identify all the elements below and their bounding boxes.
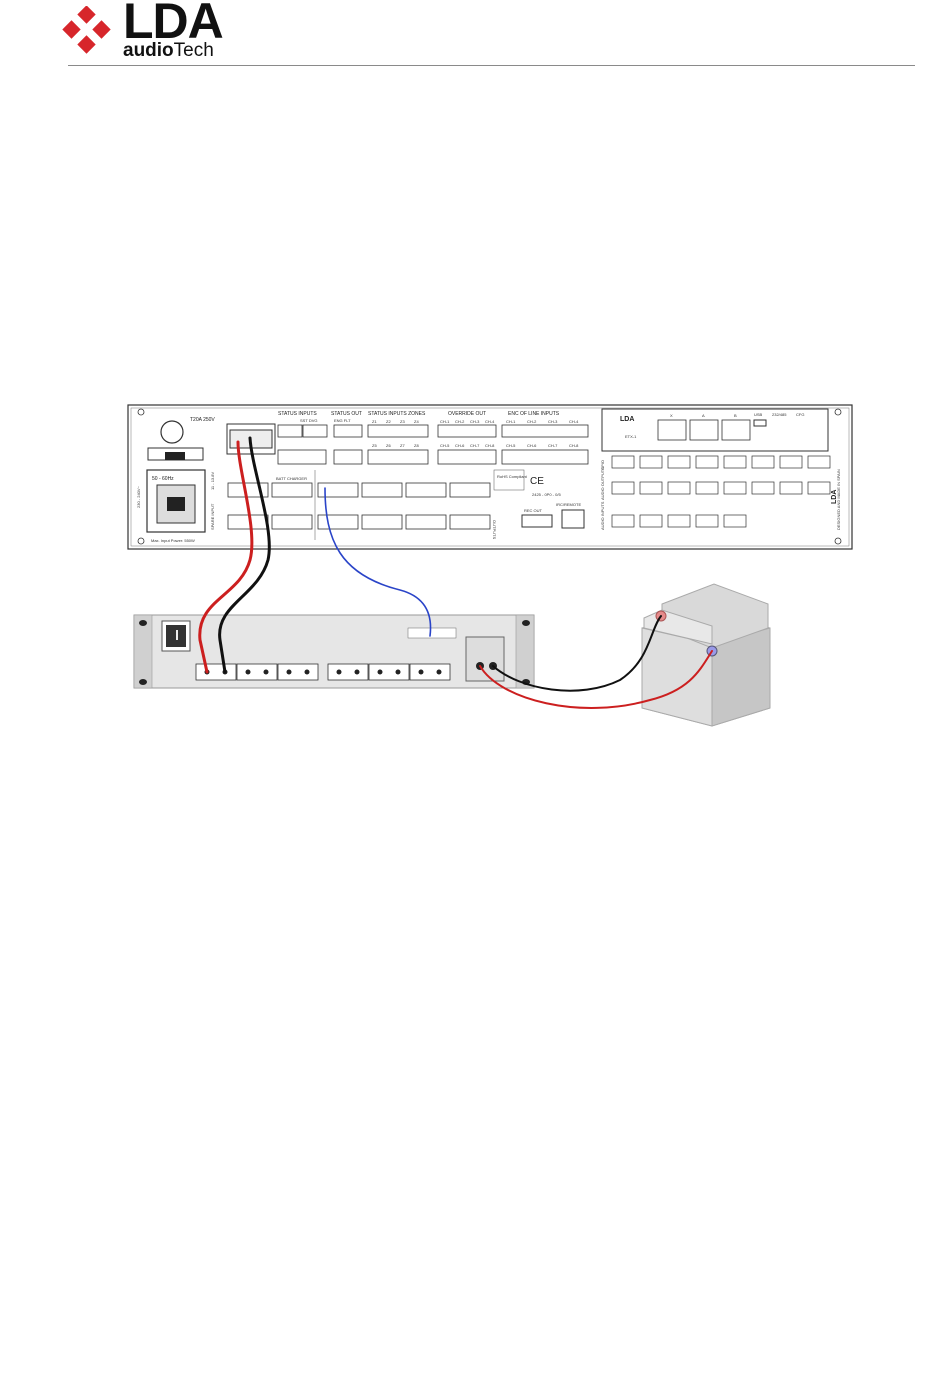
battery-red-wire xyxy=(479,650,713,709)
rec-out-label: REC OUT xyxy=(524,508,543,513)
override-channel: CH-1 xyxy=(440,419,450,424)
outputs-label: OUTPUTS xyxy=(492,520,497,539)
charger-unit xyxy=(133,614,535,689)
battery xyxy=(641,583,771,727)
part-code: 2425 - 0P0 - 0/5 xyxy=(532,492,561,497)
eol-inputs-label: ENC OF LINE INPUTS xyxy=(508,411,560,417)
screw-icon xyxy=(137,537,145,545)
override-channel: CH-6 xyxy=(455,443,465,448)
header-divider xyxy=(68,65,915,66)
override-channel: CH-2 xyxy=(455,419,465,424)
rohs-label: RoHS Compliant xyxy=(497,474,528,479)
red-wire xyxy=(198,440,254,674)
zone-label: Z8 xyxy=(414,443,419,448)
screw-icon xyxy=(137,408,145,416)
zone-label: Z7 xyxy=(400,443,405,448)
fuse-label: T20A 250V xyxy=(190,417,215,423)
zone-label: Z5 xyxy=(372,443,377,448)
eol-channel: CH-4 xyxy=(569,419,579,424)
eth-port-label: B xyxy=(734,413,737,418)
eol-channel: CH-6 xyxy=(527,443,537,448)
module-brand: LDA xyxy=(620,416,634,423)
batt-charger-label: BATT CHARGER xyxy=(276,476,307,481)
side-brand: LDA xyxy=(831,490,838,504)
eth-port-label: A xyxy=(702,413,705,418)
audio-outputs-label: AUDIO OUTPUTS xyxy=(600,467,605,500)
eng-flt-label: ENG FLT xyxy=(334,418,351,423)
eth-port-label: X xyxy=(670,413,673,418)
screw-icon xyxy=(834,408,842,416)
override-channel: CH-4 xyxy=(485,419,495,424)
eth-module-label: ETX-1 xyxy=(625,434,637,439)
eol-channel: CH-8 xyxy=(569,443,579,448)
rj45-port-icon xyxy=(561,509,585,529)
mains-frequency: 50 - 60Hz xyxy=(152,476,174,482)
override-channel: CH-7 xyxy=(470,443,480,448)
eol-channel: CH-5 xyxy=(506,443,516,448)
sst-dvg-label: SST DVG xyxy=(300,418,318,423)
ir-remote-label: IRC/REMOTE xyxy=(556,502,581,507)
override-channel: CH-3 xyxy=(470,419,480,424)
blue-wire xyxy=(324,487,432,637)
ce-mark: CE xyxy=(530,476,544,487)
lda-logo xyxy=(62,5,242,64)
logo-subtitle: audioTech xyxy=(123,40,214,61)
designed-made-label: DESIGNED AND MADE IN SPAIN xyxy=(836,469,841,530)
usb-label: USB xyxy=(754,412,763,417)
zone-label: Z6 xyxy=(386,443,391,448)
status-inputs-zones-label: STATUS INPUTS ZONES xyxy=(368,411,426,417)
zone-label: Z3 xyxy=(400,419,405,424)
eol-channel: CH-7 xyxy=(548,443,558,448)
status-out-label: STATUS OUT xyxy=(331,411,362,417)
zone-label: Z4 xyxy=(414,419,419,424)
override-channel: CH-5 xyxy=(440,443,450,448)
charger-label-plate xyxy=(407,627,457,639)
max-power-label: Max. Input Power: 550W xyxy=(151,538,195,543)
ethernet-port-icon xyxy=(689,419,719,441)
lda-logo-mark-icon xyxy=(62,5,111,54)
mains-voltage: 230 - 240V~ xyxy=(136,485,141,508)
dc-voltage: 11 - 13.8V xyxy=(210,472,215,490)
screw-icon xyxy=(834,537,842,545)
power-switch-icon xyxy=(165,452,185,460)
spare-input-label: SPARE INPUT xyxy=(210,503,215,530)
eol-channel: CH-1 xyxy=(506,419,516,424)
iec-inlet-icon xyxy=(156,484,196,524)
eol-channel: CH-2 xyxy=(527,419,537,424)
rear-panel: T20A 250V 50 - 60Hz Max. Input Power: 55… xyxy=(127,404,853,550)
battery-black-wire xyxy=(492,615,662,692)
gpio-label: GPIO xyxy=(600,460,605,470)
status-inputs-label: STATUS INPUTS xyxy=(278,411,317,417)
ethernet-port-icon xyxy=(721,419,751,441)
cfg-label: CFG xyxy=(796,412,804,417)
zone-label: Z1 xyxy=(372,419,377,424)
usb-port-icon xyxy=(753,419,767,427)
eol-channel: CH-3 xyxy=(548,419,558,424)
logo-wordmark: LDA xyxy=(123,0,224,49)
wiring xyxy=(198,436,713,709)
fuse-holder-icon xyxy=(160,420,184,444)
rs485-label: 232/485 xyxy=(772,412,787,417)
override-out-label: OVERRIDE OUT xyxy=(448,411,486,417)
override-channel: CH-8 xyxy=(485,443,495,448)
black-wire xyxy=(218,436,271,674)
audio-inputs-label: AUDIO INPUTS xyxy=(600,501,605,530)
zone-label: Z2 xyxy=(386,419,391,424)
ethernet-port-icon xyxy=(657,419,687,441)
